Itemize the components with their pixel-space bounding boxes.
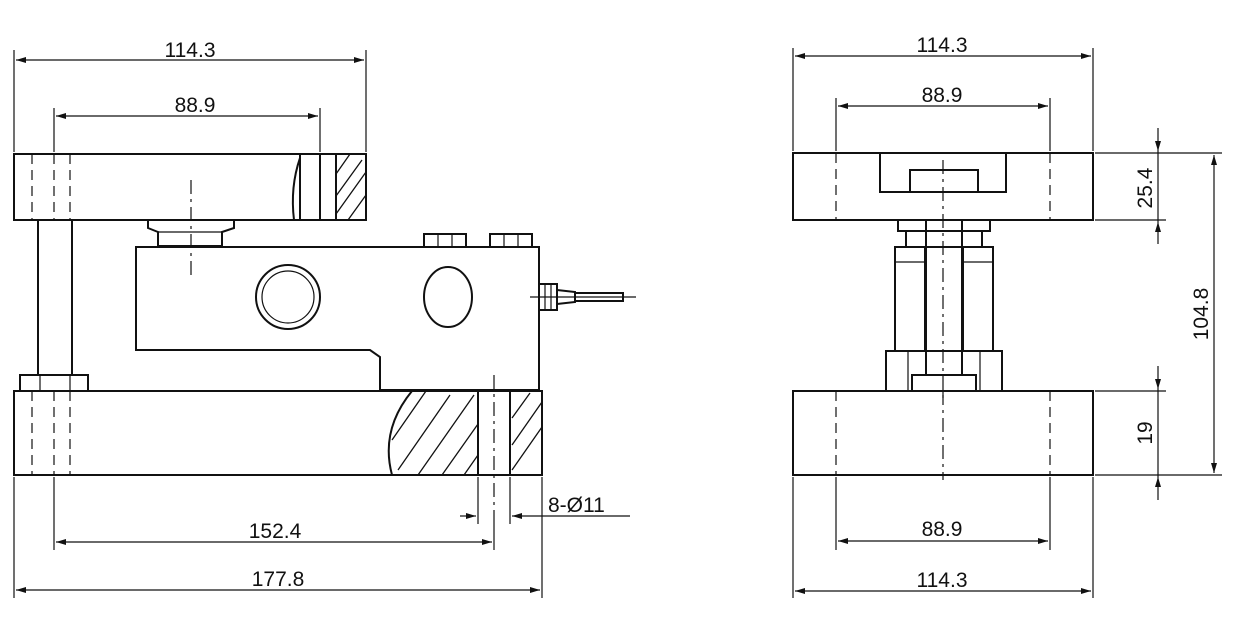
side-view: 114.3 88.9 8-Ø11 152.4 177.8	[13, 39, 636, 598]
base-plate	[13, 375, 543, 520]
dim-base-length: 177.8	[13, 477, 543, 598]
dim-label: 114.3	[917, 569, 968, 592]
dim-top-thickness: 25.4	[1095, 128, 1222, 244]
dim-label: 152.4	[249, 520, 302, 543]
dim-label: 114.3	[917, 34, 968, 57]
dim-end-base-width: 114.3	[792, 477, 1094, 598]
dim-label: 19	[1134, 421, 1157, 444]
end-base-plate	[792, 390, 1094, 480]
dim-label: 88.9	[922, 84, 963, 107]
dim-base-thickness: 19	[1095, 366, 1166, 500]
end-top-plate	[792, 152, 1094, 400]
top-plate-hatch	[335, 153, 367, 221]
dim-label: 177.8	[252, 568, 305, 591]
dim-hole-diameter: 8-Ø11	[460, 477, 630, 524]
dim-end-base-hole-spacing: 88.9	[835, 477, 1051, 550]
dim-base-hole-spacing: 152.4	[53, 477, 495, 550]
dim-label: 104.8	[1190, 288, 1213, 341]
dim-end-top-hole-spacing: 88.9	[835, 84, 1051, 151]
dim-label: 88.9	[922, 518, 963, 541]
end-stem	[885, 219, 1003, 392]
base-nut	[19, 374, 89, 392]
dim-top-width: 114.3	[13, 39, 367, 152]
load-cell-beam	[135, 233, 540, 391]
support-column	[37, 219, 73, 376]
dim-label: 25.4	[1134, 167, 1157, 208]
dim-label: 114.3	[165, 39, 216, 62]
top-plate	[13, 153, 367, 280]
cable-gland	[530, 283, 636, 311]
dim-end-top-width: 114.3	[792, 34, 1094, 151]
dim-label: 88.9	[175, 94, 216, 117]
dim-overall-height: 104.8	[1095, 155, 1222, 476]
dim-top-hole-spacing: 88.9	[53, 94, 321, 152]
dim-label: 8-Ø11	[548, 494, 605, 517]
end-view: 114.3 88.9 25.4 104.8 19	[792, 34, 1222, 598]
base-hatch	[391, 390, 543, 476]
